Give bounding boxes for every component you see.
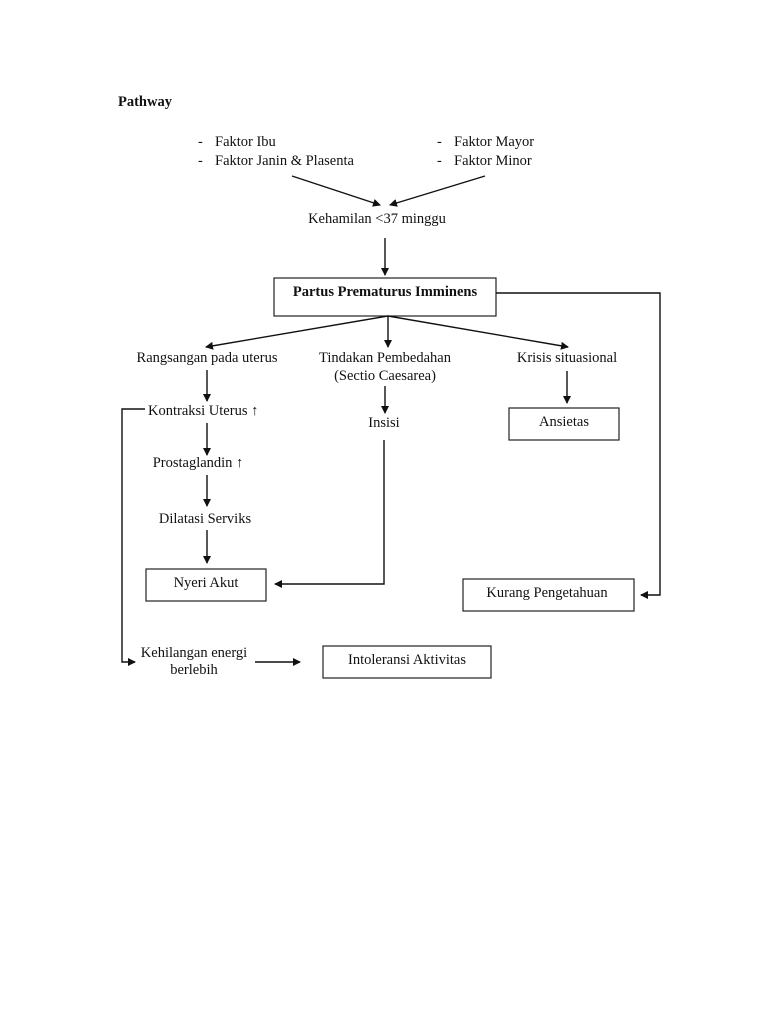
node-prostaglandin: Prostaglandin ↑ xyxy=(153,455,244,471)
node-krisis: Krisis situasional xyxy=(517,350,617,366)
bullet: - xyxy=(198,153,203,169)
node-ansietas-box xyxy=(508,407,620,441)
bullet: - xyxy=(198,134,203,150)
factor-ibu: Faktor Ibu xyxy=(215,134,276,150)
connector-kontraksi-kehilangan xyxy=(121,408,145,666)
connector-partus-kurang xyxy=(496,292,661,599)
node-partus: Partus Prematurus Imminens xyxy=(293,284,478,300)
node-nyeri: Nyeri Akut xyxy=(174,575,239,591)
page-title: Pathway xyxy=(118,94,173,110)
node-dilatasi: Dilatasi Serviks xyxy=(159,511,252,527)
node-ansietas: Ansietas xyxy=(539,414,589,430)
node-kurang: Kurang Pengetahuan xyxy=(486,585,608,601)
connector-insisi-nyeri xyxy=(274,440,385,588)
bullet: - xyxy=(437,153,442,169)
factor-janin: Faktor Janin & Plasenta xyxy=(215,153,355,169)
node-nyeri-box xyxy=(145,568,267,602)
node-kehilangan: Kehilangan energi xyxy=(141,645,247,661)
node-kehilangan-sub: berlebih xyxy=(170,662,218,678)
node-tindakan: Tindakan Pembedahan xyxy=(319,350,452,366)
node-rangsangan: Rangsangan pada uterus xyxy=(137,350,278,366)
arrow xyxy=(389,175,486,207)
node-tindakan-sub: (Sectio Caesarea) xyxy=(334,368,436,384)
arrow xyxy=(387,315,569,350)
node-intoleransi-box xyxy=(322,645,492,679)
node-intoleransi: Intoleransi Aktivitas xyxy=(348,652,466,668)
node-kurang-box xyxy=(462,578,635,612)
arrow xyxy=(291,175,381,207)
node-kehamilan: Kehamilan <37 minggu xyxy=(308,211,446,227)
node-insisi: Insisi xyxy=(368,415,399,431)
arrow xyxy=(205,315,389,350)
factor-mayor: Faktor Mayor xyxy=(454,134,534,150)
bullet: - xyxy=(437,134,442,150)
factor-minor: Faktor Minor xyxy=(454,153,532,169)
node-kontraksi: Kontraksi Uterus ↑ xyxy=(148,403,258,419)
